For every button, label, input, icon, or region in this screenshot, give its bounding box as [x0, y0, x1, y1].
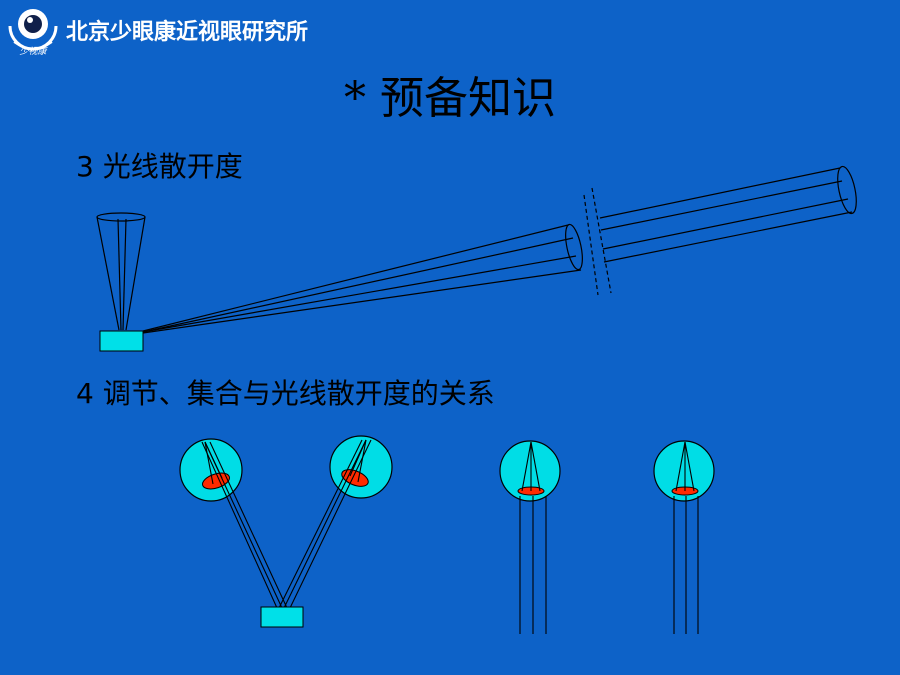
section-4-heading: 4 调节、集合与光线散开度的关系 — [76, 377, 495, 410]
parallel-eyes — [499, 440, 715, 634]
left-eye-near — [179, 438, 243, 502]
slide-title: * 预备知识 — [344, 73, 556, 124]
object-block — [99, 330, 144, 352]
section-3-heading: 3 光线散开度 — [76, 150, 243, 183]
institute-name: 北京少眼康近视眼研究所 — [66, 20, 309, 45]
left-eye-far — [499, 440, 561, 502]
near-light-cone — [96, 212, 146, 331]
converging-eyes — [179, 435, 393, 628]
logo-text: 少视康 — [19, 46, 48, 57]
near-object-block — [260, 606, 304, 628]
institute-logo: 少视康 — [8, 9, 58, 57]
far-light-beam — [142, 165, 857, 334]
right-eye-far — [653, 440, 715, 502]
lens-thick — [341, 469, 369, 487]
lens-thick — [202, 472, 230, 490]
